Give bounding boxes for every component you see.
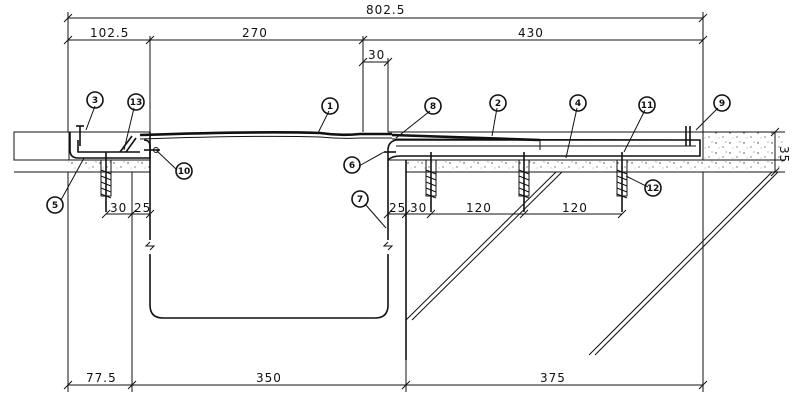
callout-8-label: 8 — [430, 102, 436, 112]
diagonal-supports — [405, 171, 779, 356]
dim-right-30: 30 — [410, 201, 427, 215]
callout-8: 8 — [424, 97, 442, 115]
anchor-left — [100, 152, 112, 212]
callout-4-label: 4 — [575, 99, 581, 109]
callout-11: 11 — [638, 96, 656, 114]
mid-dimensions: 30 25 25 30 120 120 — [101, 201, 627, 219]
callout-13-label: 13 — [130, 98, 143, 108]
dim-bottom-right: 375 — [540, 371, 566, 385]
dim-top-right: 430 — [518, 26, 544, 40]
callout-12-label: 12 — [647, 184, 660, 194]
callout-3: 3 — [86, 91, 104, 109]
callout-2: 2 — [489, 94, 507, 112]
fastener-gap-left — [144, 147, 160, 153]
joint-gap — [131, 132, 407, 360]
callout-5: 5 — [46, 196, 64, 214]
callout-1: 1 — [321, 97, 339, 115]
concrete-slabs — [13, 131, 785, 173]
dim-bottom-left: 77.5 — [86, 371, 117, 385]
top-dimensions: 802.5 102.5 270 430 30 — [63, 3, 708, 132]
callout-10: 10 — [175, 162, 193, 180]
dim-left-30: 30 — [110, 201, 127, 215]
anchors — [76, 125, 691, 212]
callout-7: 7 — [351, 190, 369, 208]
dim-offset: 30 — [368, 48, 385, 62]
fastener-left-top — [76, 125, 84, 146]
callout-6: 6 — [343, 156, 361, 174]
callout-11-label: 11 — [641, 101, 654, 111]
callout-3-label: 3 — [92, 96, 98, 106]
dim-spacing-2: 120 — [562, 201, 588, 215]
callout-4: 4 — [569, 94, 587, 112]
callout-13: 13 — [127, 93, 145, 111]
callout-6-label: 6 — [349, 161, 355, 171]
callout-leaders — [60, 105, 719, 229]
dim-right-25: 25 — [389, 201, 406, 215]
callout-5-label: 5 — [52, 201, 58, 211]
thickness-dimension: 35 — [770, 127, 791, 177]
callout-9-label: 9 — [719, 99, 725, 109]
dim-overall: 802.5 — [366, 3, 405, 17]
cover-plates — [69, 131, 701, 161]
dim-bottom-middle: 350 — [256, 371, 282, 385]
dim-top-left: 102.5 — [90, 26, 129, 40]
callout-9: 9 — [713, 94, 731, 112]
callout-1-label: 1 — [327, 102, 333, 112]
anchor-right-2 — [518, 152, 530, 212]
anchor-right-1 — [425, 152, 437, 212]
callout-10-label: 10 — [178, 167, 191, 177]
dim-left-25: 25 — [134, 201, 151, 215]
fastener-right-top — [685, 126, 691, 146]
dim-top-middle: 270 — [242, 26, 268, 40]
callout-12: 12 — [644, 179, 662, 197]
membrane-trough — [149, 254, 389, 319]
dim-spacing-1: 120 — [466, 201, 492, 215]
anchor-right-3 — [616, 152, 628, 212]
break-symbol-left — [144, 241, 156, 251]
callout-2-label: 2 — [495, 99, 501, 109]
break-symbol-right — [382, 241, 394, 251]
callout-7-label: 7 — [357, 195, 363, 205]
bottom-dimensions: 77.5 350 375 — [63, 172, 708, 392]
dim-thickness: 35 — [777, 146, 791, 163]
